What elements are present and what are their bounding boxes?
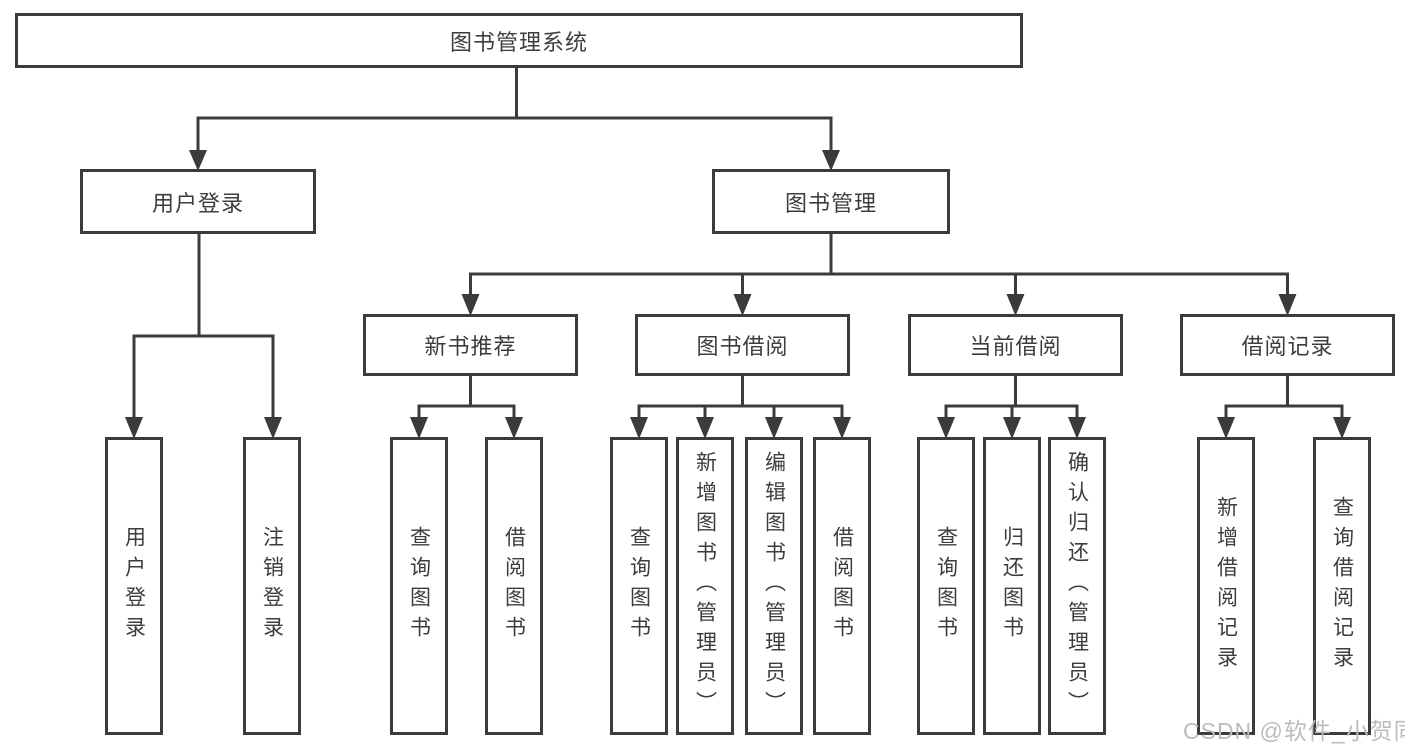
connector-user-login-children (125, 233, 282, 439)
leaf-return-books-label: 归还图书 (1000, 526, 1024, 646)
connector-current-borrow-children (937, 376, 1086, 439)
leaf-borrow-books-2-label: 借阅图书 (830, 526, 854, 646)
node-new-book-recommend-label: 新书推荐 (424, 334, 517, 359)
leaf-logout-label: 注销登录 (260, 526, 284, 646)
connector-new-book-rec-children (410, 376, 523, 439)
leaf-borrow-books-2: 借阅图书 (813, 437, 871, 735)
leaf-add-borrow-record-label: 新增借阅记录 (1214, 496, 1238, 676)
leaf-borrow-books-1: 借阅图书 (485, 437, 543, 735)
leaf-query-books-2: 查询图书 (610, 437, 668, 735)
leaf-borrow-books-1-label: 借阅图书 (502, 526, 526, 646)
connector-borrow-records-children (1217, 376, 1351, 439)
node-book-borrow-label: 图书借阅 (696, 334, 789, 359)
leaf-query-borrow-record: 查询借阅记录 (1313, 437, 1371, 735)
node-borrow-records: 借阅记录 (1180, 314, 1395, 376)
connector-root-to-level2 (189, 68, 840, 171)
leaf-query-books-2-label: 查询图书 (627, 526, 651, 646)
node-root-label: 图书管理系统 (449, 29, 588, 55)
leaf-return-books: 归还图书 (983, 437, 1041, 735)
leaf-edit-books-admin-label: 编辑图书（管理员） (762, 451, 786, 721)
leaf-query-books-3: 查询图书 (917, 437, 975, 735)
leaf-query-books-1: 查询图书 (390, 437, 448, 735)
node-root: 图书管理系统 (15, 13, 1023, 68)
node-new-book-recommend: 新书推荐 (363, 314, 578, 376)
node-current-borrow: 当前借阅 (908, 314, 1123, 376)
leaf-query-books-3-label: 查询图书 (934, 526, 958, 646)
node-user-login: 用户登录 (80, 169, 316, 234)
leaf-query-borrow-record-label: 查询借阅记录 (1330, 496, 1354, 676)
node-book-borrow: 图书借阅 (635, 314, 850, 376)
leaf-user-login: 用户登录 (105, 437, 163, 735)
leaf-edit-books-admin: 编辑图书（管理员） (745, 437, 803, 735)
leaf-query-books-1-label: 查询图书 (407, 526, 431, 646)
leaf-add-borrow-record: 新增借阅记录 (1197, 437, 1255, 735)
leaf-user-login-label: 用户登录 (122, 526, 146, 646)
leaf-add-books-admin-label: 新增图书（管理员） (693, 451, 717, 721)
node-book-management: 图书管理 (712, 169, 950, 234)
node-current-borrow-label: 当前借阅 (969, 334, 1062, 359)
node-book-management-label: 图书管理 (784, 190, 877, 216)
leaf-confirm-return-admin: 确认归还（管理员） (1048, 437, 1106, 735)
node-user-login-label: 用户登录 (151, 190, 244, 216)
leaf-logout: 注销登录 (243, 437, 301, 735)
watermark: CSDN @软件_小贺同学 (1183, 718, 1405, 744)
connector-book-borrow-children (630, 376, 851, 439)
node-borrow-records-label: 借阅记录 (1241, 334, 1334, 359)
connector-book-mgmt-to-level3 (461, 233, 1297, 316)
leaf-confirm-return-admin-label: 确认归还（管理员） (1065, 451, 1089, 721)
leaf-add-books-admin: 新增图书（管理员） (676, 437, 734, 735)
